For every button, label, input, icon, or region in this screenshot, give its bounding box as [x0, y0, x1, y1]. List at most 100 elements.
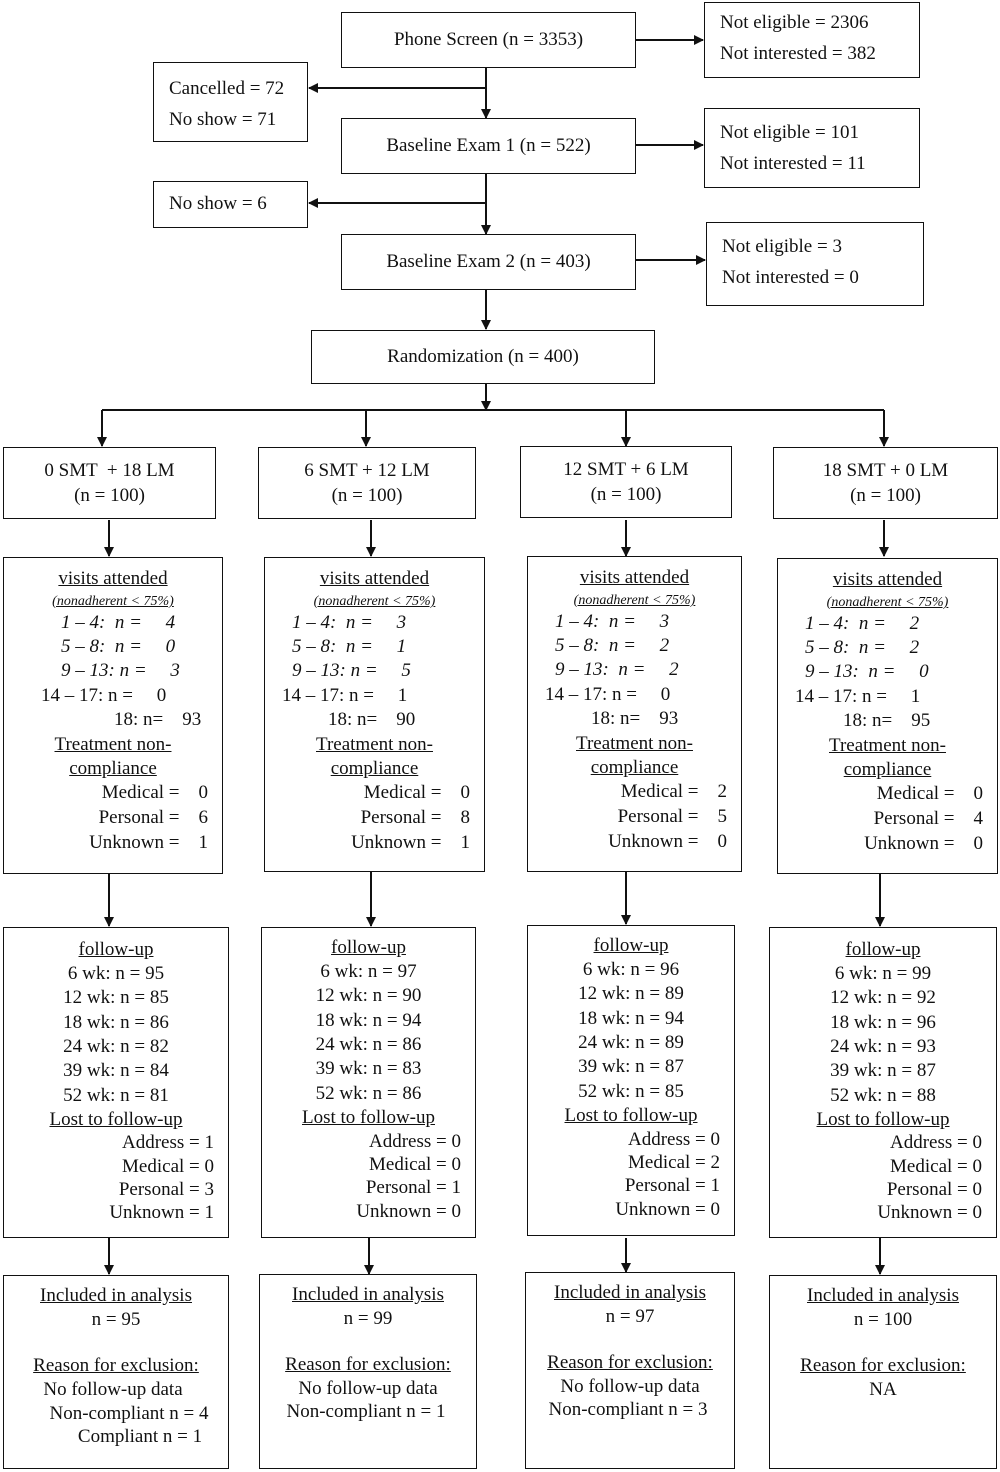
baseline-exam-2-label: Baseline Exam 2 (n = 403): [386, 251, 591, 272]
visits-row-18: 18: n= 93: [591, 708, 679, 729]
included-n: n = 97: [605, 1306, 655, 1327]
noncompliance-medical: Medical = 0: [876, 783, 983, 804]
followup-12wk: 12 wk: n = 90: [315, 985, 422, 1006]
noncompliance-medical: Medical = 2: [620, 781, 727, 802]
exclusion-line: Non-compliant n = 1: [286, 1401, 446, 1422]
visits-attended-heading: visits attended: [832, 569, 943, 590]
visits-row-14-17: 14 – 17: n = 0: [545, 684, 671, 705]
exclusion-line: Non-compliant n = 3: [548, 1399, 708, 1420]
noncompliance-personal: Personal = 5: [617, 806, 727, 827]
follow-up-heading: follow-up: [331, 937, 406, 958]
visits-attended-heading: visits attended: [319, 568, 430, 589]
visits-row-18: 18: n= 93: [114, 709, 202, 730]
followup-12wk: 12 wk: n = 89: [578, 983, 684, 1004]
exclusion-line: Non-compliant n = 4: [49, 1403, 209, 1424]
visits-row-1-4: 1 – 4: n = 3: [292, 612, 407, 633]
randomization-box: Randomization (n = 400): [311, 330, 655, 384]
noshow-line: No show = 6: [169, 193, 267, 214]
cancelled-line: Cancelled = 72: [169, 78, 285, 99]
lost-unknown: Unknown = 0: [356, 1201, 461, 1222]
group-name: 0 SMT + 18 LM: [44, 460, 175, 481]
follow-up-heading: follow-up: [845, 939, 921, 960]
exclusion-line: No follow-up data: [560, 1376, 700, 1397]
exclusion-line: NA: [869, 1379, 897, 1400]
exclusion-line: Not eligible = 101: [720, 122, 859, 143]
noncompliance-medical: Medical = 0: [363, 782, 470, 803]
noncompliance-heading-1: Treatment non-: [576, 733, 693, 754]
exclusion-heading: Reason for exclusion:: [800, 1355, 966, 1376]
nonadherent-note: (nonadherent < 75%): [826, 595, 949, 610]
analysis-box-3: Included in analysis n = 100 Reason for …: [769, 1275, 997, 1469]
baseline1-exclusion-box: Not eligible = 101 Not interested = 11: [704, 108, 920, 188]
baseline-exam-2-box: Baseline Exam 2 (n = 403): [341, 234, 636, 290]
lost-personal: Personal = 3: [118, 1179, 214, 1200]
visits-row-5-8: 5 – 8: n = 2: [805, 637, 920, 658]
included-heading: Included in analysis: [554, 1282, 706, 1303]
included-n: n = 99: [343, 1308, 393, 1329]
followup-39wk: 39 wk: n = 87: [578, 1056, 684, 1077]
visits-attended-heading: visits attended: [579, 567, 690, 588]
exclusion-heading: Reason for exclusion:: [33, 1355, 199, 1376]
noncompliance-personal: Personal = 8: [360, 807, 470, 828]
group-box-0: 0 SMT + 18 LM (n = 100): [3, 447, 216, 519]
cancelled-box: Cancelled = 72 No show = 71: [153, 62, 308, 142]
visits-row-1-4: 1 – 4: n = 2: [805, 613, 920, 634]
exclusion-line: Not interested = 382: [720, 43, 876, 64]
visits-box-1: visits attended (nonadherent < 75%) 1 – …: [264, 557, 485, 872]
visits-row-9-13: 9 – 13: n = 5: [292, 660, 411, 681]
noncompliance-heading-1: Treatment non-: [316, 734, 433, 755]
baseline1-noshow-box: No show = 6: [153, 181, 308, 228]
visits-box-0: visits attended (nonadherent < 75%) 1 – …: [3, 557, 223, 874]
included-heading: Included in analysis: [807, 1285, 959, 1306]
exclusion-heading: Reason for exclusion:: [285, 1354, 451, 1375]
followup-18wk: 18 wk: n = 94: [315, 1010, 422, 1031]
visits-row-5-8: 5 – 8: n = 2: [555, 635, 670, 656]
visits-row-5-8: 5 – 8: n = 0: [61, 636, 176, 657]
phone-screen-box: Phone Screen (n = 3353): [341, 12, 636, 68]
visits-row-9-13: 9 – 13: n = 2: [555, 659, 679, 680]
exclusion-line: No follow-up data: [43, 1379, 183, 1400]
noncompliance-unknown: Unknown = 1: [351, 832, 470, 853]
visits-row-14-17: 14 – 17: n = 0: [41, 685, 167, 706]
analysis-box-0: Included in analysis n = 95 Reason for e…: [3, 1275, 229, 1469]
noncompliance-unknown: Unknown = 0: [864, 833, 983, 854]
followup-18wk: 18 wk: n = 94: [578, 1008, 684, 1029]
followup-18wk: 18 wk: n = 86: [63, 1012, 169, 1033]
followup-24wk: 24 wk: n = 89: [578, 1032, 684, 1053]
noncompliance-heading-2: compliance: [843, 759, 932, 780]
followup-6wk: 6 wk: n = 99: [834, 963, 932, 984]
baseline-exam-1-label: Baseline Exam 1 (n = 522): [386, 135, 591, 156]
noncompliance-heading-1: Treatment non-: [829, 735, 946, 756]
noncompliance-medical: Medical = 0: [101, 782, 208, 803]
followup-18wk: 18 wk: n = 96: [830, 1012, 936, 1033]
followup-box-2: follow-up 6 wk: n = 96 12 wk: n = 89 18 …: [527, 925, 735, 1236]
included-n: n = 100: [853, 1309, 913, 1330]
visits-box-2: visits attended (nonadherent < 75%) 1 – …: [527, 556, 742, 872]
followup-52wk: 52 wk: n = 86: [315, 1083, 422, 1104]
lost-unknown: Unknown = 0: [615, 1199, 720, 1220]
lost-personal: Personal = 0: [886, 1179, 982, 1200]
followup-24wk: 24 wk: n = 93: [830, 1036, 936, 1057]
follow-up-heading: follow-up: [78, 939, 154, 960]
group-box-3: 18 SMT + 0 LM (n = 100): [773, 447, 998, 519]
followup-6wk: 6 wk: n = 95: [67, 963, 165, 984]
visits-row-9-13: 9 – 13: n = 3: [61, 660, 180, 681]
group-box-2: 12 SMT + 6 LM (n = 100): [520, 446, 732, 518]
lost-unknown: Unknown = 1: [109, 1202, 214, 1223]
followup-52wk: 52 wk: n = 88: [830, 1085, 936, 1106]
exclusion-line: No follow-up data: [298, 1378, 438, 1399]
included-heading: Included in analysis: [40, 1285, 192, 1306]
noncompliance-heading-1: Treatment non-: [54, 734, 172, 755]
visits-row-1-4: 1 – 4: n = 3: [555, 611, 670, 632]
lost-medical: Medical = 2: [628, 1152, 720, 1173]
lost-address: Address = 0: [628, 1129, 720, 1150]
nonadherent-note: (nonadherent < 75%): [313, 594, 436, 609]
group-name: 18 SMT + 0 LM: [822, 460, 949, 481]
lost-address: Address = 1: [122, 1132, 214, 1153]
baseline2-exclusion-box: Not eligible = 3 Not interested = 0: [706, 222, 924, 306]
group-name: 6 SMT + 12 LM: [304, 460, 430, 481]
lost-heading: Lost to follow-up: [564, 1105, 698, 1126]
visits-row-18: 18: n= 90: [328, 709, 416, 730]
followup-39wk: 39 wk: n = 87: [830, 1060, 936, 1081]
noncompliance-personal: Personal = 4: [873, 808, 983, 829]
